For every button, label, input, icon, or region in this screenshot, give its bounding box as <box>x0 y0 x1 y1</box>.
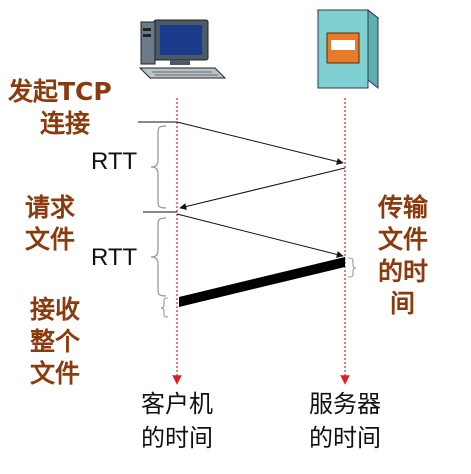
transmit-file-label-line4: 间 <box>390 289 416 318</box>
syn-arrow <box>176 121 344 165</box>
server-time-label-line1: 服务器 <box>309 390 381 418</box>
rtt-label-2: RTT <box>91 244 138 271</box>
initiate-tcp-label-line1: 发起TCP <box>8 77 112 106</box>
server-time-label-line2: 的时间 <box>309 424 381 452</box>
transmit-file-label-line1: 传输 <box>378 193 429 222</box>
request-file-label-line1: 请求 <box>25 193 76 222</box>
server-tower-icon <box>316 8 380 90</box>
syn-ack-arrow <box>179 167 346 210</box>
transmit-file-label-line2: 文件 <box>378 225 429 254</box>
receive-file-label-line1: 接收 <box>30 295 81 324</box>
request-arrow <box>176 213 344 258</box>
receive-brace <box>160 297 169 318</box>
client-time-label-line1: 客户机 <box>141 390 213 418</box>
client-time-label-line2: 的时间 <box>141 424 213 452</box>
transmit-file-label-line3: 的时 <box>378 257 429 286</box>
receive-file-label-line3: 文件 <box>30 359 81 388</box>
rtt-brace-2 <box>150 217 167 297</box>
receive-file-label-line2: 整个 <box>30 327 81 356</box>
rtt-label-1: RTT <box>91 148 138 175</box>
initiate-tcp-label-line2: 连接 <box>40 109 91 138</box>
transmit-brace <box>347 257 357 278</box>
desktop-computer-icon <box>138 19 227 79</box>
file-transfer-bar <box>179 257 345 307</box>
request-file-label-line2: 文件 <box>25 225 76 254</box>
rtt-brace-1 <box>150 125 167 209</box>
